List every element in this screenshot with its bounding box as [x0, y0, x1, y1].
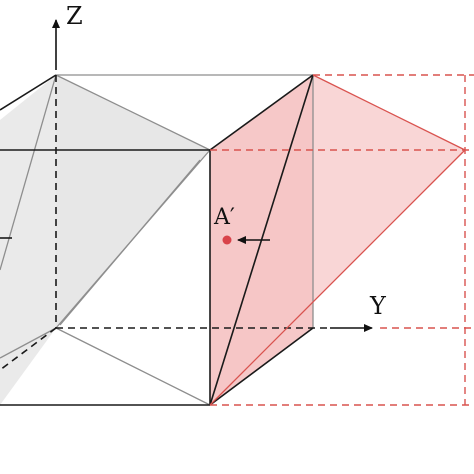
red-plane-wedge [210, 75, 465, 405]
point-label: A′ [213, 205, 235, 230]
axes [52, 19, 373, 332]
gray-plane-diagonal [56, 75, 210, 328]
gray-planes [0, 75, 210, 405]
gray-plane-back [0, 75, 56, 405]
z-axis-label: Z [66, 2, 83, 30]
point-a-prime [222, 235, 232, 245]
gray-lines [0, 74, 314, 406]
dashed-edges [0, 75, 330, 371]
red-solid-edges [209, 74, 466, 406]
red-dashed-outline [210, 74, 474, 406]
y-axis-label: Y [369, 292, 387, 320]
